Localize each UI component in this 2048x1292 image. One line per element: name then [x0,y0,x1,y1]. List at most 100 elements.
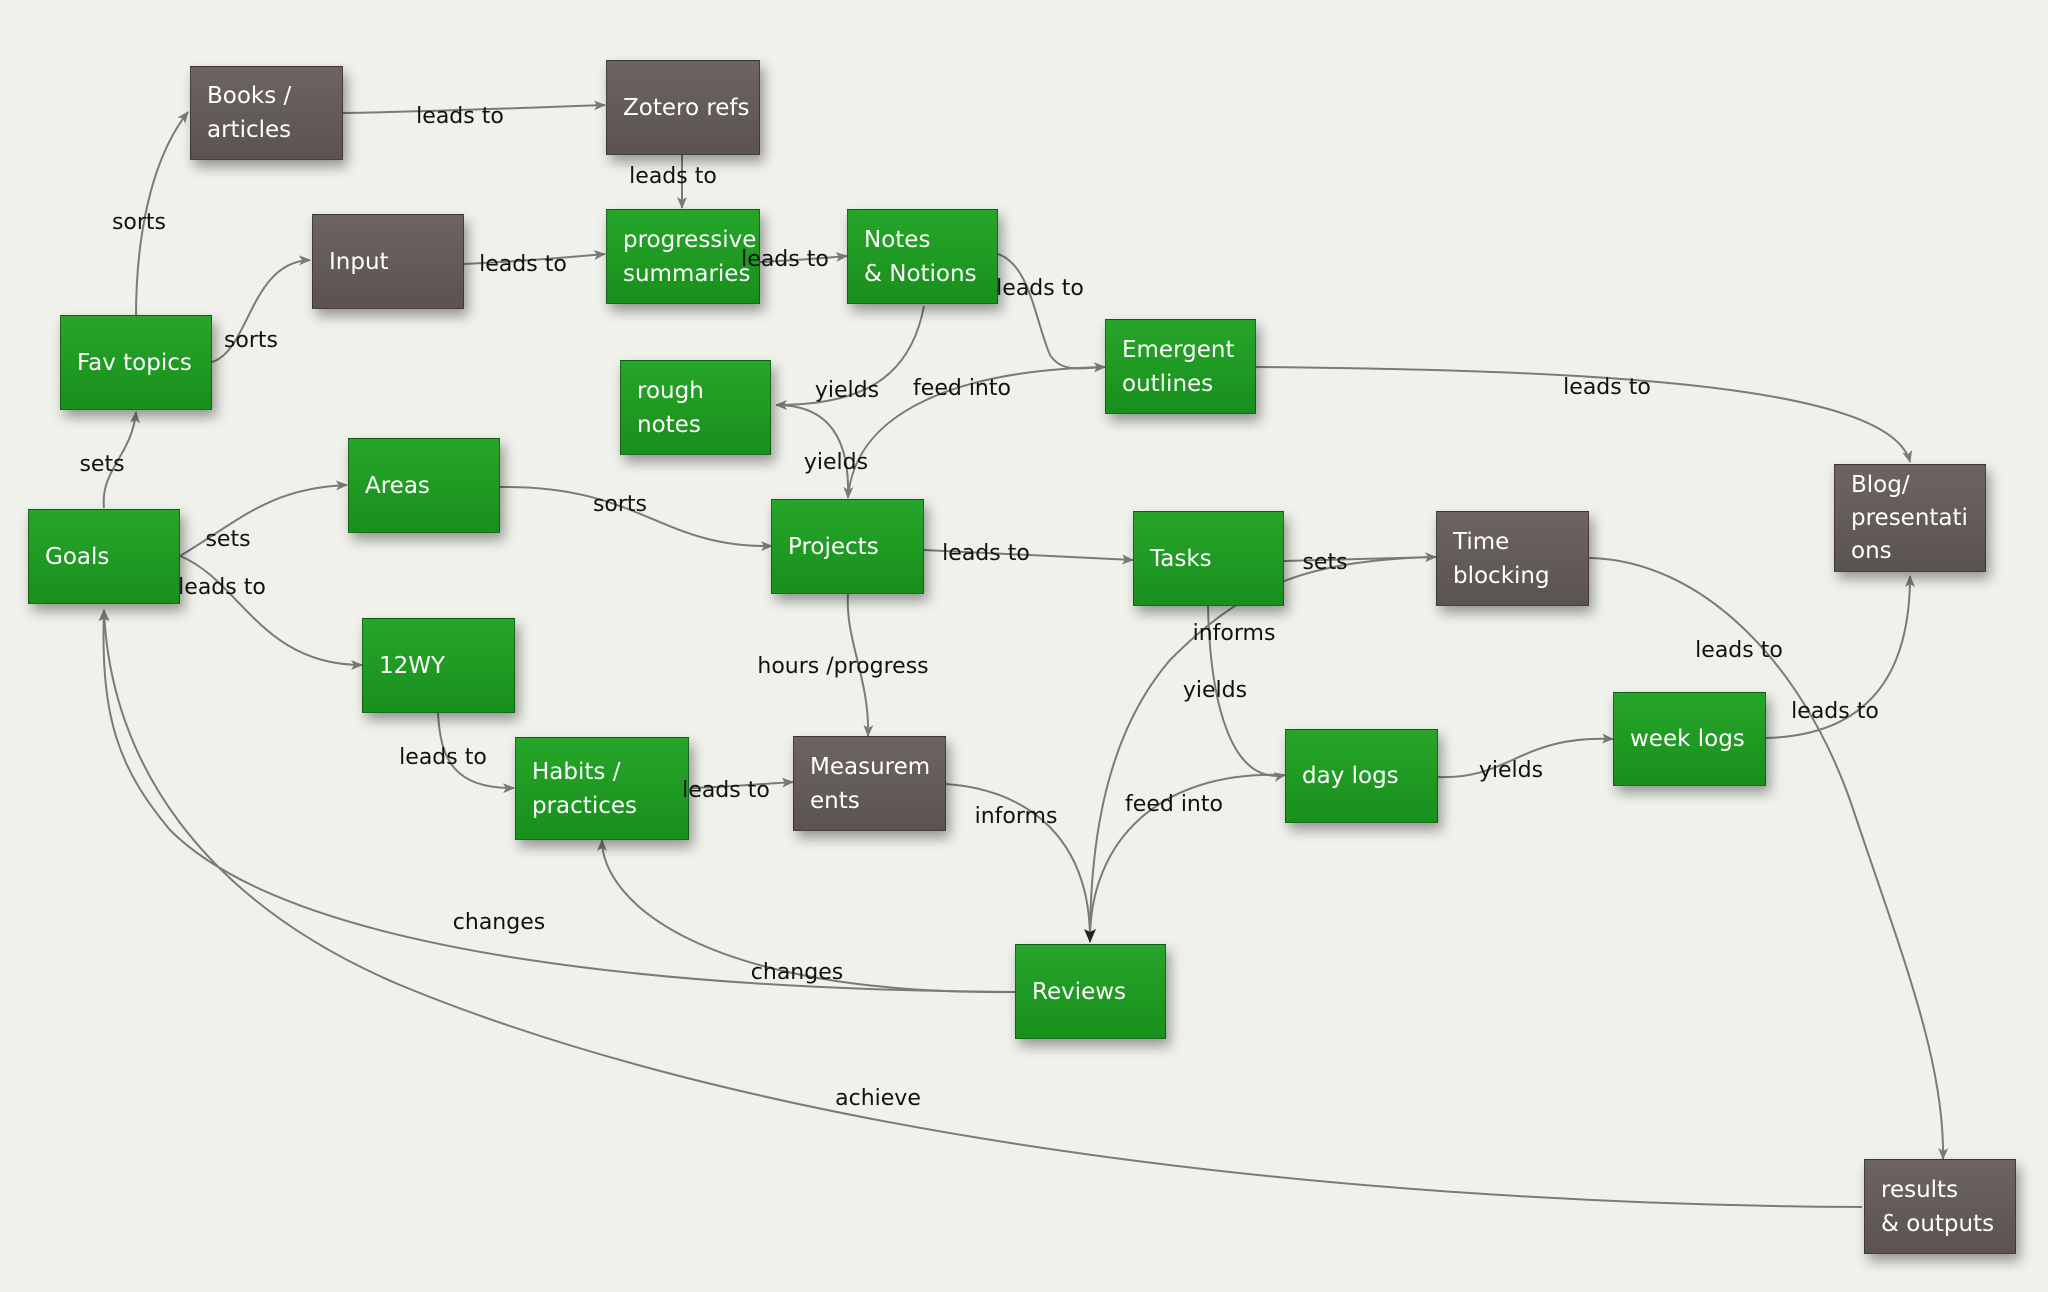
edge-label-goals-fav: sets [79,452,125,477]
edge-label-daylogs-reviews: feed into [1125,792,1223,817]
node-daylogs-label: day logs [1302,763,1399,789]
node-projects-label: Projects [788,533,879,560]
node-goals[interactable]: Goals [28,509,180,604]
edge-label-tasks-time: sets [1302,550,1348,575]
node-tasks[interactable]: Tasks [1133,511,1284,606]
node-goals-label: Goals [45,543,110,570]
edge-label-goals-areas: sets [205,527,251,552]
edge-reviews-habits [597,839,1016,994]
edge-progressive-notes [759,252,848,263]
edge-label-tasks-reviews: informs [1192,621,1276,646]
edge-daylogs-reviews [1089,773,1286,941]
edge-reviews-goals-changes [98,609,1016,993]
node-input[interactable]: Input [312,214,464,309]
node-notes-label: Notes & Notions [864,226,977,287]
edge-label-time-results: leads to [1695,638,1783,663]
node-zotero-label: Zotero refs [623,94,750,121]
edge-goals-areas [179,480,348,557]
edge-notes-rough [775,305,925,410]
node-blog[interactable]: Blog/ presentati ons [1834,464,1986,572]
edge-input-progressive [462,249,606,265]
node-weeklogs[interactable]: week logs [1613,692,1766,786]
edge-wy-habits [437,711,515,794]
node-input-label: Input [329,248,389,275]
node-zotero[interactable]: Zotero refs [606,60,760,155]
edge-label-habits-measure: leads to [682,778,770,803]
edge-label-zotero-progressive: leads to [629,164,717,189]
node-tasks-label: Tasks [1150,545,1212,572]
node-12wy[interactable]: 12WY [362,618,515,713]
node-emergent[interactable]: Emergent outlines [1105,319,1256,414]
edge-weeklogs-blog [1765,575,1915,739]
edge-daylogs-weeklogs [1437,733,1614,779]
node-daylogs[interactable]: day logs [1285,729,1438,823]
edge-label-projects-emergent: feed into [913,376,1011,401]
edge-goals-wy [179,555,363,670]
edge-notes-emergent [997,253,1106,373]
edge-measure-reviews [945,783,1091,941]
node-blog-label: Blog/ presentati ons [1851,471,1968,564]
node-measurements[interactable]: Measurem ents [793,736,946,831]
edge-label-areas-projects: sorts [592,492,648,517]
edge-fav-books [135,111,189,318]
edge-label-wy-habits: leads to [399,745,487,770]
edge-results-goals [99,609,1863,1208]
node-results-label: results & outputs [1881,1176,1995,1237]
node-progressive-label: progressive summaries [623,226,757,287]
node-12wy-label: 12WY [379,652,446,679]
node-fav[interactable]: Fav topics [60,315,212,410]
node-rough-label: rough notes [637,377,704,438]
edge-fav-input [211,255,311,363]
node-areas-label: Areas [365,472,430,499]
edge-label-progressive-notes: leads to [741,247,829,272]
node-habits[interactable]: Habits / practices [515,737,689,840]
node-measurements-label: Measurem ents [810,753,931,814]
edge-label-fav-books: sorts [111,210,167,235]
edge-label-measure-reviews: informs [974,804,1058,829]
edge-emergent-blog [1255,366,1913,463]
edge-label-results-goals: achieve [835,1086,921,1111]
edge-habits-measure [689,777,794,789]
edge-label-tasks-daylogs: yields [1182,678,1248,703]
edge-label-input-progressive: leads to [479,252,567,277]
edge-label-projects-tasks: leads to [942,541,1030,566]
edge-label-weeklogs-blog: leads to [1791,699,1879,724]
edge-time-reviews [1084,556,1437,943]
edge-label-reviews-goals: changes [452,910,546,935]
node-areas[interactable]: Areas [348,438,500,533]
edge-goals-fav [102,411,140,509]
node-reviews[interactable]: Reviews [1015,944,1166,1039]
node-fav-label: Fav topics [77,349,192,376]
edge-books-zotero [342,100,606,114]
node-rough[interactable]: rough notes [620,360,771,455]
edge-projects-measure [846,593,874,737]
node-time[interactable]: Time blocking [1436,511,1589,606]
node-habits-label: Habits / practices [532,758,637,819]
edge-label-projects-measure: hours /progress [757,654,929,679]
node-projects[interactable]: Projects [771,499,924,594]
edge-label-fav-input: sorts [223,328,279,353]
node-books[interactable]: Books / articles [190,66,343,160]
edge-projects-emergent [847,362,1106,499]
node-time-label: Time blocking [1453,528,1550,589]
edge-label-notes-rough: yields [814,378,880,403]
edge-label-books-zotero: leads to [416,104,504,129]
edge-label-rough-projects: yields [803,450,869,475]
node-progressive[interactable]: progressive summaries [606,209,760,304]
node-emergent-label: Emergent outlines [1122,336,1235,397]
edge-label-notes-emergent: leads to [996,276,1084,301]
edge-time-results [1588,557,1949,1160]
node-books-label: Books / articles [207,83,292,143]
node-notes[interactable]: Notes & Notions [847,209,998,304]
node-reviews-label: Reviews [1032,978,1127,1005]
edge-rough-projects [775,404,854,499]
edge-label-daylogs-weeklogs: yields [1478,758,1544,783]
edge-label-emergent-blog: leads to [1563,375,1651,400]
node-results[interactable]: results & outputs [1864,1159,2016,1254]
edge-projects-tasks [923,549,1134,565]
edge-areas-projects [499,485,773,552]
edge-label-reviews-habits: changes [750,960,844,985]
edge-label-goals-wy: leads to [178,575,266,600]
